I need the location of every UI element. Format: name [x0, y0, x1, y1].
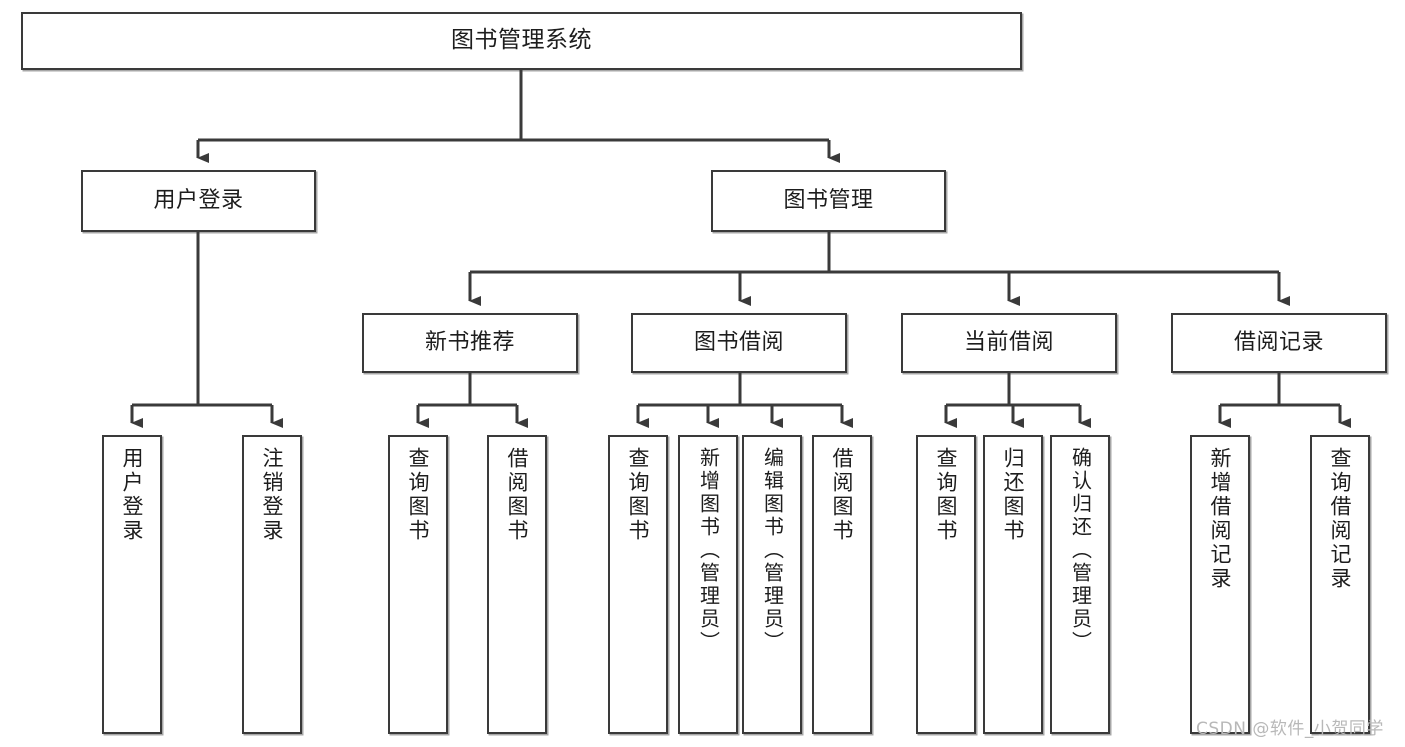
node-label: 图书管理: [783, 188, 874, 214]
node-leaf-return-book[interactable]: 归还图书: [983, 435, 1043, 734]
node-label: 查询图书: [934, 447, 959, 543]
node-label: 借阅图书: [505, 447, 530, 543]
node-leaf-query-book-3[interactable]: 查询图书: [916, 435, 976, 734]
node-label: 查询借阅记录: [1328, 447, 1353, 591]
node-leaf-edit-book[interactable]: 编辑图书（管理员）: [742, 435, 802, 734]
node-label: 借阅记录: [1233, 330, 1324, 356]
node-leaf-query-book-1[interactable]: 查询图书: [388, 435, 448, 734]
node-label: 编辑图书（管理员）: [760, 447, 785, 654]
node-root-system[interactable]: 图书管理系统: [21, 12, 1022, 70]
node-label: 新增借阅记录: [1208, 447, 1233, 591]
node-book-manage[interactable]: 图书管理: [711, 170, 946, 232]
node-leaf-query-book-2[interactable]: 查询图书: [608, 435, 668, 734]
node-label: 查询图书: [626, 447, 651, 543]
node-leaf-add-record[interactable]: 新增借阅记录: [1190, 435, 1250, 734]
node-leaf-confirm-return[interactable]: 确认归还（管理员）: [1050, 435, 1110, 734]
node-current-borrow[interactable]: 当前借阅: [901, 313, 1117, 373]
node-leaf-add-book[interactable]: 新增图书（管理员）: [678, 435, 738, 734]
node-leaf-logout[interactable]: 注销登录: [242, 435, 302, 734]
node-label: 新书推荐: [424, 330, 515, 356]
node-label: 图书管理系统: [451, 27, 592, 54]
node-leaf-borrow-book-1[interactable]: 借阅图书: [487, 435, 547, 734]
node-user-login[interactable]: 用户登录: [81, 170, 316, 232]
node-book-borrow[interactable]: 图书借阅: [631, 313, 847, 373]
csdn-watermark: CSDN @软件_小贺同学: [1196, 719, 1384, 739]
node-label: 查询图书: [406, 447, 431, 543]
node-new-book-rec[interactable]: 新书推荐: [362, 313, 578, 373]
node-label: 注销登录: [260, 447, 285, 543]
node-label: 用户登录: [120, 447, 145, 543]
node-label: 图书借阅: [693, 330, 784, 356]
node-leaf-borrow-book-2[interactable]: 借阅图书: [812, 435, 872, 734]
node-label: 借阅图书: [830, 447, 855, 543]
node-leaf-query-record[interactable]: 查询借阅记录: [1310, 435, 1370, 734]
node-borrow-record[interactable]: 借阅记录: [1171, 313, 1387, 373]
node-label: 确认归还（管理员）: [1068, 447, 1093, 654]
node-leaf-user-login[interactable]: 用户登录: [102, 435, 162, 734]
node-label: 用户登录: [153, 188, 244, 214]
node-label: 归还图书: [1001, 447, 1026, 543]
node-label: 新增图书（管理员）: [696, 447, 721, 654]
node-label: 当前借阅: [963, 330, 1054, 356]
